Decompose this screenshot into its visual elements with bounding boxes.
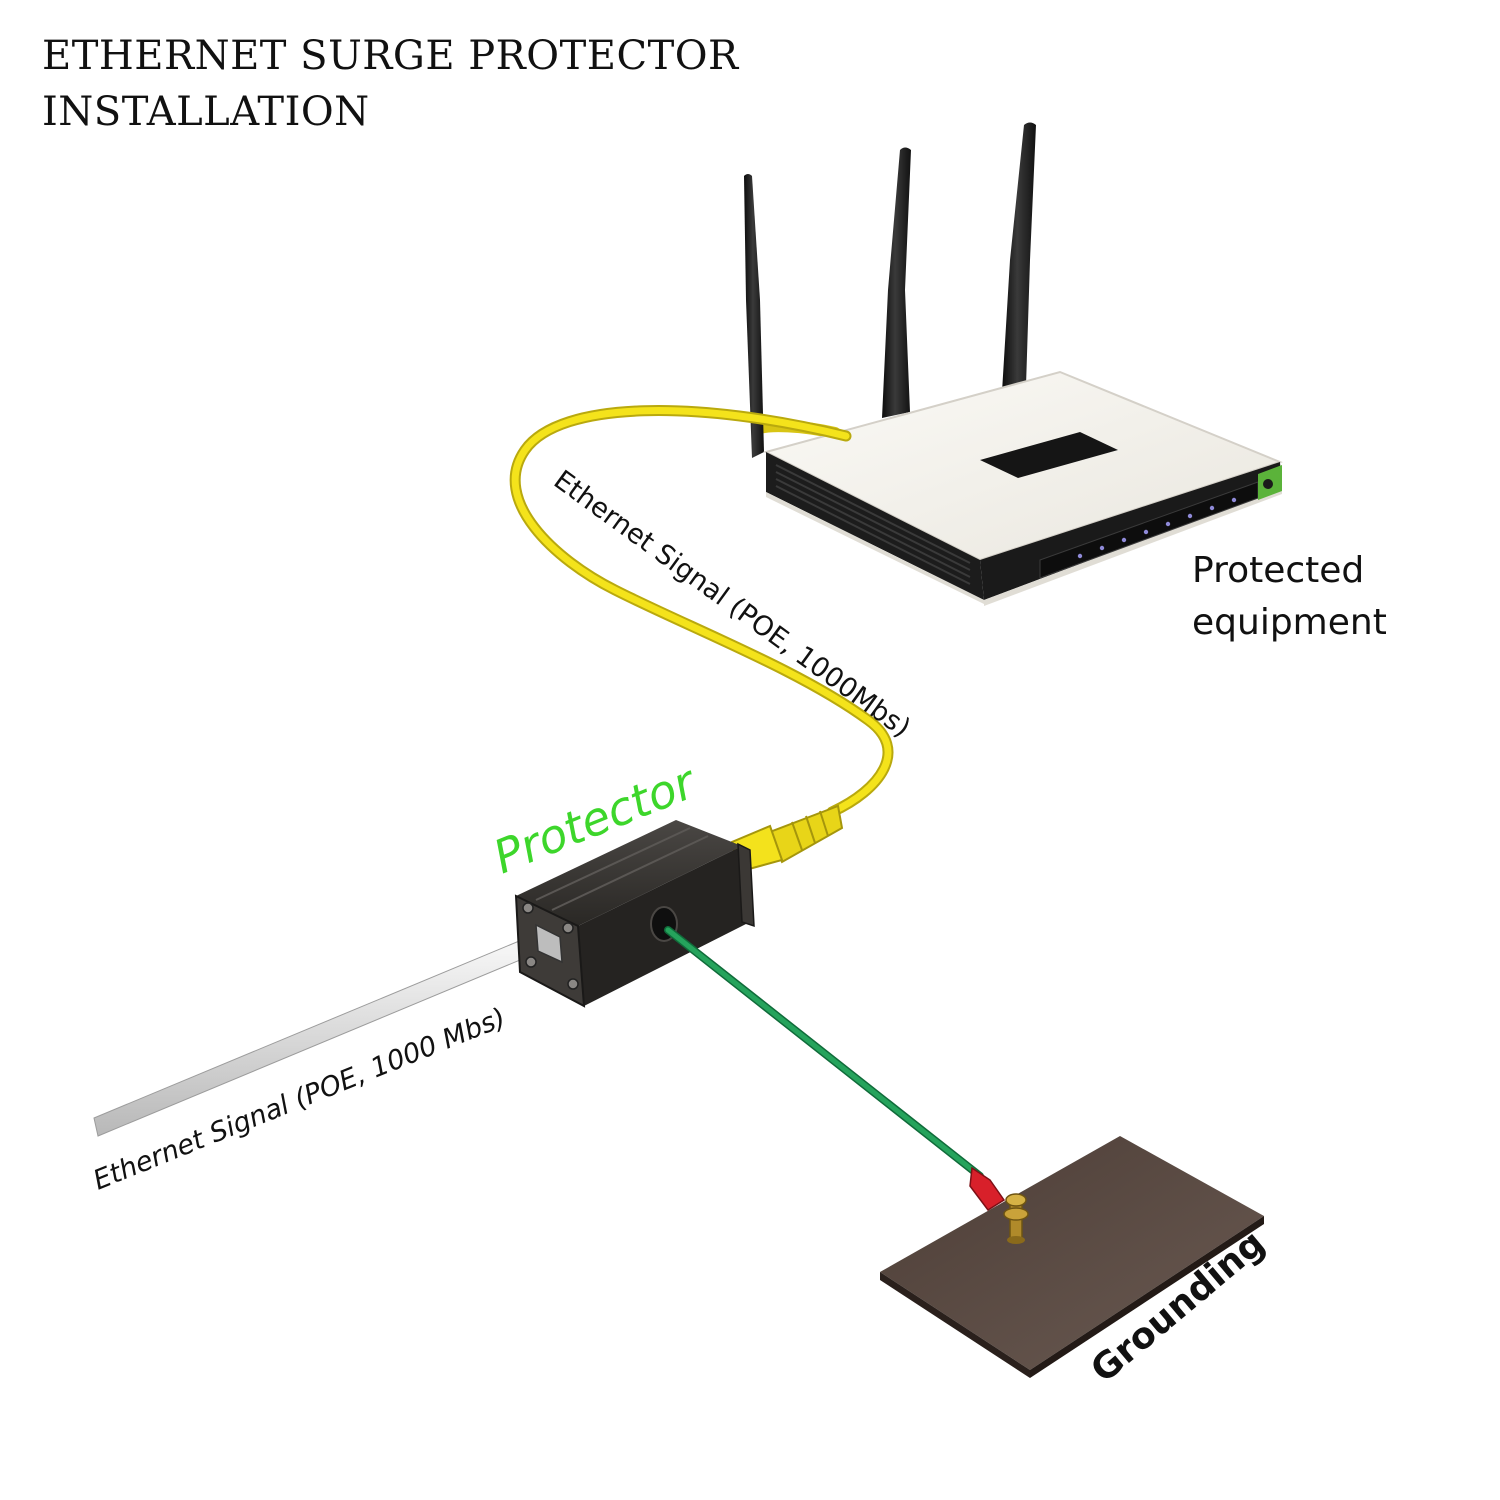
antenna-right	[1002, 122, 1036, 392]
router-vent-grooves	[775, 464, 971, 585]
ground-plate-top	[880, 1136, 1264, 1370]
ground-wire	[664, 926, 1006, 1212]
ground-lug	[969, 1166, 1006, 1212]
diagram-title: ETHERNET SURGE PROTECTOR INSTALLATION	[42, 28, 739, 140]
protected-equipment-label-line2: equipment	[1192, 602, 1387, 643]
yellow-ethernet-cable	[509, 405, 894, 874]
router-status-leds	[1077, 497, 1237, 559]
ground-plate-icon	[880, 1136, 1264, 1378]
title-line-1: ETHERNET SURGE PROTECTOR	[42, 33, 739, 79]
wireless-router-icon	[744, 122, 1283, 606]
router-top-label	[980, 432, 1118, 478]
end-cap-screws	[522, 902, 579, 990]
antenna-left	[744, 174, 764, 458]
surge-protector-icon	[514, 820, 755, 1008]
protector-rj45-port	[535, 923, 563, 964]
antenna-middle	[882, 147, 911, 418]
title-line-2: INSTALLATION	[42, 89, 370, 135]
protected-equipment-label-line1: Protected	[1192, 550, 1364, 591]
ground-stud	[1003, 1193, 1029, 1244]
